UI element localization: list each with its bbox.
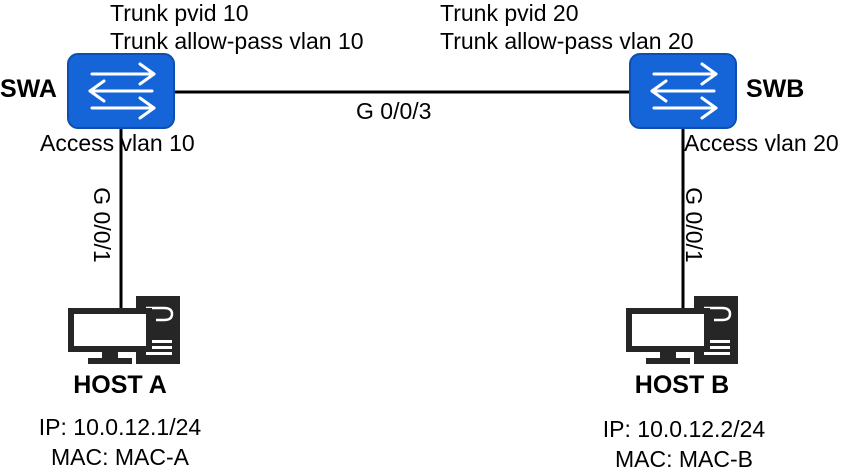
swb-name-label: SWB — [746, 75, 805, 103]
host-a-mac-label: MAC: MAC-A — [51, 444, 189, 470]
swa-switch-icon — [67, 53, 175, 129]
swb-switch-icon — [629, 53, 737, 129]
swa-trunk-allow-label: Trunk allow-pass vlan 10 — [110, 28, 364, 54]
host-a-desktop-computer-icon — [68, 296, 180, 364]
host-b-ip-label: IP: 10.0.12.2/24 — [602, 416, 766, 442]
swa-name-label: SWA — [0, 75, 57, 103]
host-a-ip-label: IP: 10.0.12.1/24 — [38, 414, 202, 440]
trunk-port-label: G 0/0/3 — [356, 98, 432, 124]
host-a-name-label: HOST A — [73, 371, 167, 399]
host-b-mac-label: MAC: MAC-B — [615, 446, 753, 472]
swa-access-label: Access vlan 10 — [40, 130, 195, 156]
swa-downlink-port-label: G 0/0/1 — [89, 187, 115, 263]
swb-trunk-allow-label: Trunk allow-pass vlan 20 — [440, 28, 694, 54]
swb-trunk-pvid-label: Trunk pvid 20 — [440, 0, 579, 26]
swb-downlink-port-label: G 0/0/1 — [681, 187, 707, 263]
swb-access-label: Access vlan 20 — [684, 130, 839, 156]
swa-trunk-pvid-label: Trunk pvid 10 — [110, 0, 249, 26]
host-b-desktop-computer-icon — [626, 296, 738, 364]
host-b-name-label: HOST B — [634, 371, 730, 399]
